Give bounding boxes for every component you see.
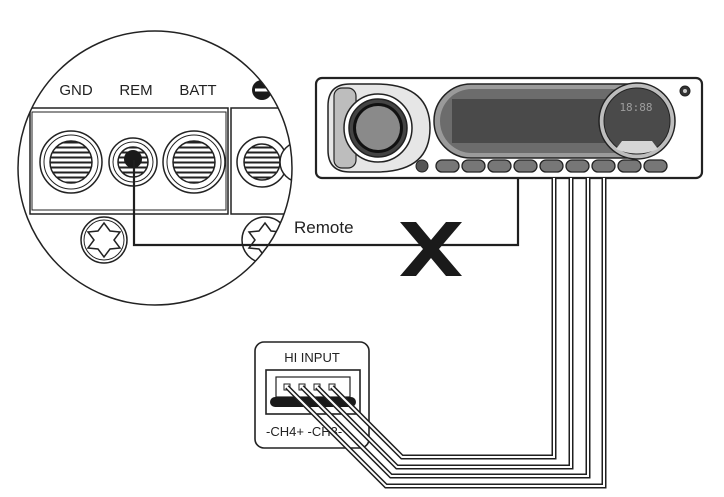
channel-label: -CH4+ -CH3- — [266, 424, 342, 439]
speaker-terminal — [236, 136, 292, 188]
hi-input-title: HI INPUT — [284, 350, 340, 365]
small-round-button[interactable] — [415, 159, 429, 173]
screw-icon — [80, 216, 128, 264]
speaker-wire — [300, 178, 591, 479]
preset-button[interactable] — [617, 159, 642, 173]
speaker-wire — [315, 178, 574, 470]
gnd-label: GND — [59, 82, 93, 99]
preset-buttons — [435, 159, 668, 173]
inset-border — [17, 30, 293, 306]
gnd-terminal — [39, 130, 103, 194]
head-unit: 18:88 — [314, 76, 704, 180]
preset-button[interactable] — [591, 159, 616, 173]
disconnect-x-icon — [400, 222, 462, 276]
remote-wire: Remote — [132, 160, 520, 276]
remote-label: Remote — [294, 218, 354, 237]
preset-button[interactable] — [461, 159, 486, 173]
preset-button[interactable] — [435, 159, 460, 173]
preset-button[interactable] — [643, 159, 668, 173]
display-panel: 18:88 — [433, 82, 676, 160]
volume-knob — [343, 93, 413, 163]
speaker-wire — [330, 178, 557, 460]
terminal-zoom-inset: GND REM BATT — [17, 30, 293, 306]
rem-label: REM — [119, 82, 152, 99]
speaker-wire — [285, 178, 607, 489]
display-clock: 18:88 — [619, 101, 652, 114]
speaker-wires — [285, 178, 607, 489]
screw-icon — [241, 216, 289, 264]
preset-button[interactable] — [513, 159, 538, 173]
preset-button[interactable] — [539, 159, 564, 173]
preset-button[interactable] — [487, 159, 512, 173]
batt-label: BATT — [179, 82, 216, 99]
batt-terminal — [162, 130, 226, 194]
preset-button[interactable] — [565, 159, 590, 173]
